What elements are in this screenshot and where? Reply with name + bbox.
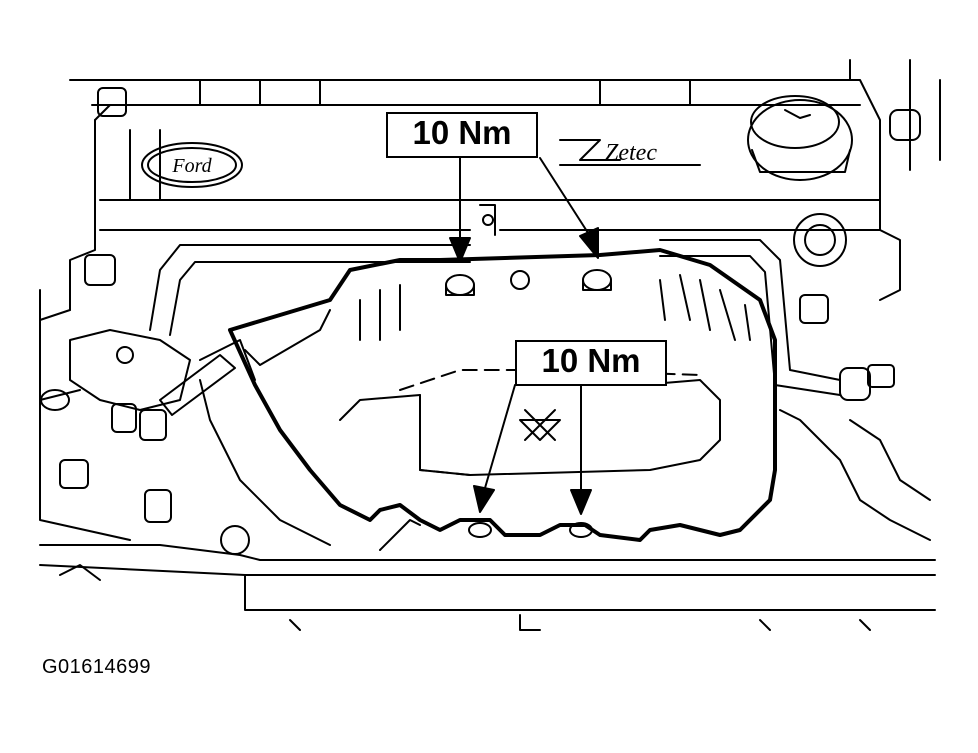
oil-filler-cap [747, 95, 853, 181]
figure-id: G01614699 [42, 656, 152, 678]
svg-text:Zetec: Zetec [605, 140, 657, 166]
breather-tube [149, 239, 895, 401]
cover-bolt-top-right [582, 269, 612, 291]
arrow-bottom-left [484, 384, 516, 489]
cover-bolt-top-left [445, 274, 475, 296]
ford-badge: Ford [141, 142, 243, 188]
engine-stud [91, 87, 133, 117]
arrowhead-top-right [579, 227, 599, 259]
lifting-eye [793, 213, 847, 267]
torque-callout-top: 10 Nm [386, 112, 538, 158]
arrowhead-bottom-right [570, 489, 592, 515]
arrowhead-bottom-left [473, 485, 495, 513]
arrowhead-top-left [449, 237, 471, 263]
lower-engine-structure [39, 379, 936, 631]
arrow-top-right [539, 157, 591, 237]
svg-text:Ford: Ford [171, 155, 212, 177]
zetec-badge: Zetec [559, 139, 701, 166]
engine-mount-bracket [40, 254, 256, 523]
torque-callout-bottom: 10 Nm [515, 340, 667, 386]
cover-bolt-bottom-left [468, 522, 492, 538]
torque-arrows [449, 157, 599, 515]
cover-bolt-bottom-right [569, 522, 593, 538]
